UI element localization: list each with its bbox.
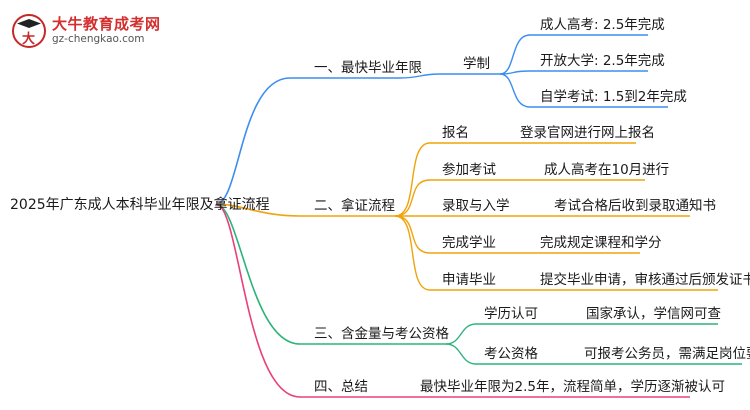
branch-3-step-1-label: 学历认可 — [484, 306, 538, 322]
brand-logo[interactable]: 大 大牛教育成考网 gz-chengkao.com — [8, 12, 208, 52]
branch-4-summary: 最快毕业年限为2.5年，流程简单，学历逐渐被认可 — [420, 379, 725, 395]
branch-2-label: 二、拿证流程 — [314, 198, 395, 214]
branch-3-step-1-detail: 国家承认，学信网可查 — [586, 306, 721, 322]
branch-2-step-4-label: 完成学业 — [442, 235, 496, 251]
branch-2-step-5-detail: 提交毕业申请，审核通过后颁发证书 — [540, 272, 750, 288]
branch-4-label: 四、总结 — [314, 379, 368, 395]
branch-2-step-4-detail: 完成规定课程和学分 — [540, 235, 662, 251]
link-branch3-step1 — [445, 323, 718, 345]
branch-2-step-3-label: 录取与入学 — [442, 198, 510, 214]
branch-2-step-1-detail: 登录官网进行网上报名 — [520, 125, 655, 141]
link-branch1-group — [399, 73, 500, 79]
branch-2-step-2-label: 参加考试 — [442, 162, 496, 178]
branch-1-group-label: 学制 — [463, 56, 490, 72]
link-group-item2 — [499, 70, 648, 75]
brand-title: 大牛教育成考网 — [52, 15, 161, 33]
branch-2-step-1-label: 报名 — [442, 125, 469, 141]
root-node: 2025年广东成人本科毕业年限及拿证流程 — [10, 197, 270, 213]
link-branch2-step1 — [394, 142, 636, 217]
brand-url: gz-chengkao.com — [52, 33, 145, 45]
branch-3-step-2-label: 考公资格 — [484, 346, 538, 362]
link-branch2-step2 — [394, 179, 645, 217]
link-root-branch1 — [215, 77, 400, 205]
link-branch2-step5 — [394, 215, 718, 291]
link-root-branch2 — [215, 203, 395, 217]
branch-2-step-3-detail: 考试合格后收到录取通知书 — [554, 198, 716, 214]
branch-1-item-3: 自学考试: 1.5到2年完成 — [540, 89, 687, 105]
link-group-item3 — [499, 73, 668, 108]
link-root-branch3 — [215, 203, 446, 345]
graduation-ox-icon: 大 — [12, 14, 46, 48]
branch-1-item-1: 成人高考: 2.5年完成 — [540, 17, 665, 33]
branch-3-label: 三、含金量与考公资格 — [314, 326, 449, 342]
branch-3-step-2-detail: 可报考公务员，需满足岗位要求 — [584, 346, 750, 362]
link-branch3-step2 — [445, 343, 742, 365]
link-root-branch4 — [215, 203, 410, 398]
branch-1-item-2: 开放大学: 2.5年完成 — [540, 53, 665, 69]
branch-2-step-5-label: 申请毕业 — [442, 272, 496, 288]
link-branch2-step4 — [394, 215, 640, 254]
branch-2-step-2-detail: 成人高考在10月进行 — [544, 162, 670, 178]
link-group-item1 — [499, 34, 648, 75]
branch-1-label: 一、最快毕业年限 — [314, 60, 422, 76]
